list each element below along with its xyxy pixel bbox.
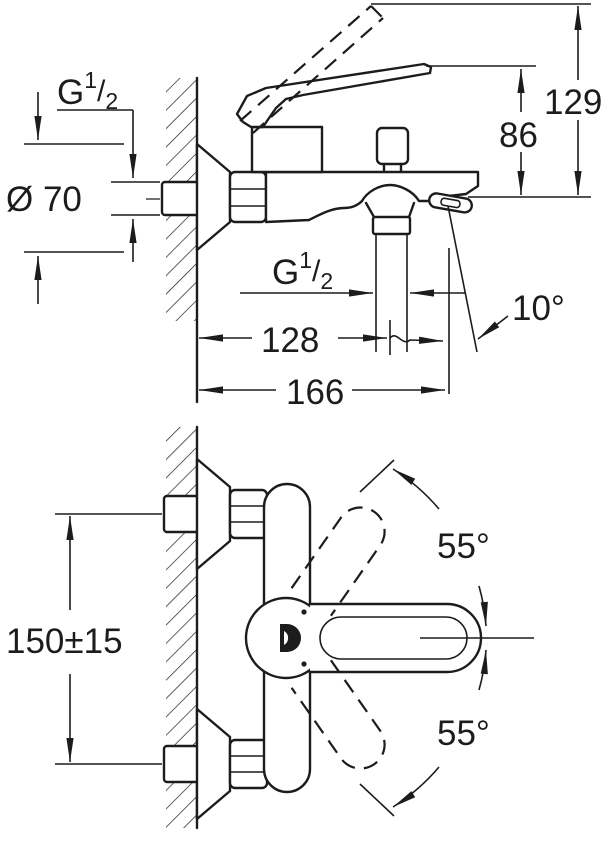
spout-aerator-outlet <box>428 192 473 214</box>
spacing-150-label: 150±15 <box>6 622 123 661</box>
cartridge-cap <box>250 125 324 174</box>
dim-swing-angles: 55° 55° <box>359 459 534 817</box>
dim-diameter-70: Ø 70 <box>6 92 124 304</box>
swing-up-ext-line <box>359 459 395 493</box>
dim-g-half-shower: G1/2 <box>240 247 466 297</box>
depth-128-label: 128 <box>261 321 319 360</box>
wall-union-fitting-side <box>160 180 200 217</box>
diverter-knob-stem <box>382 162 403 174</box>
g-half-shower-label: G1/2 <box>272 247 333 294</box>
hex-nut-upper <box>228 488 269 540</box>
dim-heights: 86 129 <box>371 3 602 198</box>
dim-spacing-150: 150±15 <box>6 513 162 765</box>
hex-nut-lower <box>228 738 269 790</box>
wall-union-fitting-lower <box>162 744 200 784</box>
escutcheon-cone-side <box>195 142 232 252</box>
dim-depth-166: 166 <box>199 373 445 412</box>
brand-mark-icon <box>280 624 301 652</box>
angle-10-label: 10° <box>512 289 565 328</box>
detail-dot <box>301 609 307 615</box>
mixer-body-side <box>264 170 480 224</box>
g-half-supply-label: G1/2 <box>57 67 118 114</box>
height-86-label: 86 <box>499 116 538 155</box>
diameter-70-label: Ø 70 <box>6 180 82 219</box>
shower-outlet-neck <box>364 201 416 219</box>
escutcheon-cone-upper <box>195 457 232 571</box>
height-129-label: 129 <box>544 83 602 122</box>
dim-depth-128: 128 <box>199 321 444 360</box>
detail-dot <box>301 661 307 667</box>
spout-angle-line <box>447 205 478 353</box>
lever-handle-side <box>235 62 433 129</box>
hex-nut-side <box>228 170 268 224</box>
diverter-knob <box>375 126 410 166</box>
dim-g-half-supply: G1/2 <box>57 67 160 262</box>
lever-swing-up-dashed <box>290 506 386 617</box>
escutcheon-cone-lower <box>195 707 232 821</box>
front-view: 150±15 55° 55° <box>6 425 534 830</box>
angle-55-upper-label: 55° <box>437 527 490 566</box>
lever-handle-raised-dashed <box>239 5 384 134</box>
shower-outlet-nut <box>371 215 412 236</box>
depth-166-label: 166 <box>286 373 344 412</box>
dim-angle-10: 10° <box>447 205 565 394</box>
wall-union-fitting-upper <box>162 494 200 534</box>
side-view: G1/2 Ø 70 86 129 G1 <box>6 3 602 412</box>
lever-swing-down-dashed <box>290 659 386 770</box>
angle-55-lower-label: 55° <box>437 714 490 753</box>
swing-down-ext-line <box>359 783 395 817</box>
